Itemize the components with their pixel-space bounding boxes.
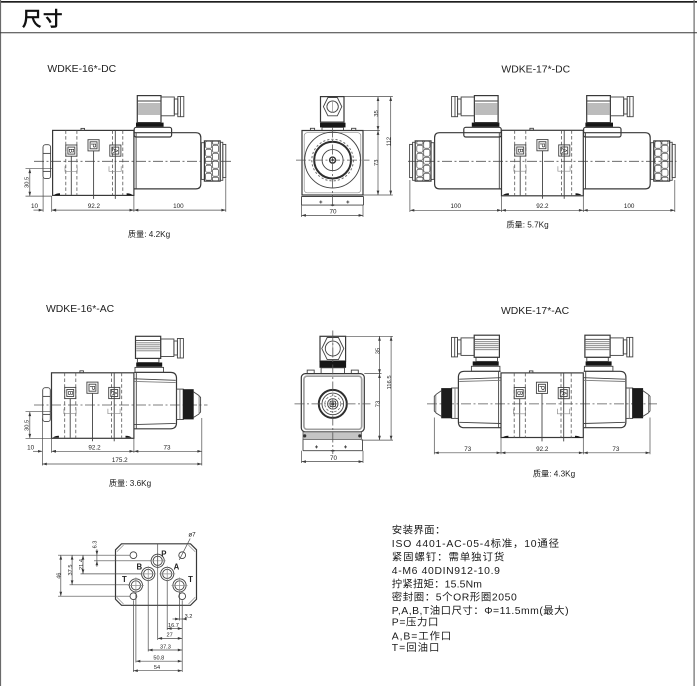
svg-text:A: A: [559, 391, 566, 396]
svg-text:50.8: 50.8: [153, 656, 164, 662]
svg-text:B: B: [515, 391, 522, 396]
svg-text:30.5: 30.5: [24, 177, 30, 188]
svg-text:10: 10: [31, 203, 39, 210]
svg-text:A: A: [110, 391, 117, 396]
svg-text:100: 100: [624, 203, 635, 210]
svg-text:A,B=工作口: A,B=工作口: [392, 631, 452, 643]
svg-text:WDKE-17*-AC: WDKE-17*-AC: [501, 306, 570, 317]
svg-text:100: 100: [173, 203, 184, 210]
svg-text:21.4: 21.4: [79, 559, 85, 570]
svg-text:92.2: 92.2: [536, 446, 549, 453]
svg-text:B: B: [136, 563, 142, 572]
svg-text:35: 35: [375, 348, 381, 354]
svg-text:质量: 5.7Kg: 质量: 5.7Kg: [506, 220, 549, 230]
svg-text:73: 73: [163, 444, 171, 451]
svg-text:175.2: 175.2: [112, 457, 128, 464]
svg-text:70: 70: [329, 209, 337, 216]
svg-text:30.5: 30.5: [24, 420, 30, 431]
svg-text:质量: 3.6Kg: 质量: 3.6Kg: [109, 478, 152, 488]
svg-text:P: P: [538, 386, 545, 391]
svg-text:WDKE-16*-DC: WDKE-16*-DC: [47, 64, 116, 75]
svg-text:10: 10: [27, 444, 35, 451]
svg-text:92.2: 92.2: [88, 444, 101, 451]
svg-text:116.5: 116.5: [387, 375, 393, 389]
svg-text:P=压力口: P=压力口: [392, 615, 439, 628]
svg-text:T: T: [122, 575, 127, 584]
svg-text:92.2: 92.2: [536, 203, 549, 210]
svg-text:B: B: [67, 148, 74, 153]
svg-text:73: 73: [375, 401, 381, 407]
svg-text:紧固螺钉：需单独订货: 紧固螺钉：需单独订货: [392, 550, 505, 563]
svg-text:6.3: 6.3: [93, 541, 99, 549]
svg-text:P,A,B,T油口尺寸：Φ=11.5mm(最大): P,A,B,T油口尺寸：Φ=11.5mm(最大): [392, 604, 569, 617]
svg-text:质量: 4.2Kg: 质量: 4.2Kg: [128, 229, 171, 239]
svg-text:37.5: 37.5: [68, 565, 74, 576]
svg-text:P: P: [161, 549, 166, 558]
svg-text:92.2: 92.2: [88, 203, 101, 210]
svg-text:100: 100: [450, 203, 461, 210]
svg-text:A: A: [174, 563, 180, 572]
svg-text:ISO 4401-AC-05-4标准，10通径: ISO 4401-AC-05-4标准，10通径: [392, 537, 560, 550]
svg-text:16.7: 16.7: [168, 623, 179, 629]
svg-text:ø7: ø7: [188, 532, 196, 539]
svg-text:46: 46: [57, 573, 63, 579]
svg-text:112: 112: [387, 137, 393, 146]
svg-text:尺寸: 尺寸: [22, 8, 64, 31]
svg-text:安装界面：: 安装界面：: [392, 524, 446, 537]
svg-text:质量: 4.3Kg: 质量: 4.3Kg: [533, 469, 576, 479]
svg-text:P: P: [538, 143, 545, 148]
svg-text:37.3: 37.3: [160, 644, 171, 650]
svg-text:35: 35: [374, 110, 380, 116]
svg-text:A: A: [560, 148, 567, 153]
svg-text:B: B: [66, 391, 73, 396]
svg-text:WDKE-16*-AC: WDKE-16*-AC: [46, 304, 115, 315]
svg-text:4-M6 40DIN912-10.9: 4-M6 40DIN912-10.9: [392, 566, 501, 577]
svg-text:P: P: [89, 143, 96, 148]
svg-text:70: 70: [330, 455, 338, 462]
svg-text:T: T: [188, 575, 193, 584]
svg-text:密封圈：5个OR形圈2050: 密封圈：5个OR形圈2050: [392, 591, 518, 604]
svg-text:27: 27: [166, 633, 172, 639]
svg-text:T=回油口: T=回油口: [392, 641, 441, 654]
svg-text:73: 73: [612, 446, 620, 453]
svg-text:54: 54: [154, 665, 160, 671]
svg-text:3.2: 3.2: [185, 614, 193, 620]
svg-text:WDKE-17*-DC: WDKE-17*-DC: [501, 64, 570, 75]
svg-text:73: 73: [374, 160, 380, 166]
svg-text:拧紧扭矩：15.5Nm: 拧紧扭矩：15.5Nm: [392, 577, 482, 590]
svg-text:73: 73: [464, 446, 472, 453]
svg-text:B: B: [516, 148, 523, 153]
svg-text:P: P: [88, 385, 95, 390]
svg-text:A: A: [111, 148, 118, 153]
